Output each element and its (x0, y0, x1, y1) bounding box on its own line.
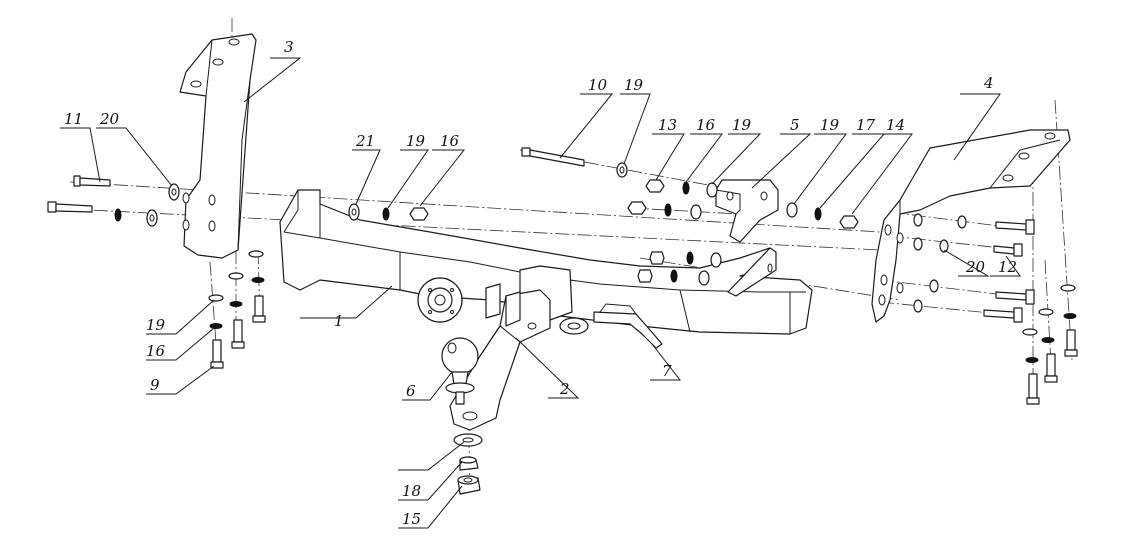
socket-bracket-part-7 (593, 303, 663, 349)
ball-fasteners (453, 433, 483, 495)
callout-16-bottom: 16 (146, 342, 166, 360)
middle-fasteners (348, 203, 429, 221)
callout-16-right: 17 (856, 116, 876, 134)
callout-20-left: 20 (99, 110, 120, 128)
callout-7: 7 (662, 362, 672, 380)
leader-lines (60, 57, 1021, 529)
callout-2: 2 (559, 380, 570, 398)
left-bracket-part-3 (179, 33, 257, 259)
callout-14: 16 (440, 132, 460, 150)
callout-4: 4 (983, 74, 994, 92)
callout-5: 5 (790, 116, 800, 134)
right-inner-bracket-part-5 (521, 147, 779, 243)
callout-16-left: 16 (696, 116, 716, 134)
callout-18: 18 (402, 482, 421, 500)
main-crossbeam-part-1 (279, 189, 813, 335)
callout-12: 11 (64, 110, 83, 128)
callout-19-top: 19 (624, 76, 644, 94)
callout-19-right: 19 (820, 116, 840, 134)
callout-labels: 3 4 11 20 21 19 16 10 19 13 16 19 5 19 1… (64, 38, 1017, 528)
callout-9: 9 (150, 376, 160, 394)
right-vertical-bolts (1022, 284, 1078, 405)
callout-3: 3 (284, 38, 294, 56)
callout-1: 1 (334, 312, 344, 330)
drawbar-part-2 (449, 289, 551, 431)
callout-10: 12 (998, 258, 1017, 276)
callout-19-lower-right: 20 (965, 258, 986, 276)
tow-ball-part-6 (441, 337, 479, 405)
callout-6: 6 (406, 382, 416, 400)
right-bracket-part-4 (871, 129, 1071, 323)
left-bolt-set (47, 175, 180, 227)
middle-right-fasteners (627, 179, 859, 286)
callout-15: 15 (402, 510, 421, 528)
left-vertical-bolts (208, 250, 266, 369)
callout-19-mid: 19 (732, 116, 752, 134)
callout-13-right: 14 (886, 116, 905, 134)
callout-13-left: 13 (658, 116, 677, 134)
callout-20-middle: 21 (355, 132, 375, 150)
callout-17: 19 (406, 132, 426, 150)
callout-19-left: 19 (146, 316, 166, 334)
right-bolt-set (913, 213, 1035, 323)
callout-11: 10 (588, 76, 608, 94)
